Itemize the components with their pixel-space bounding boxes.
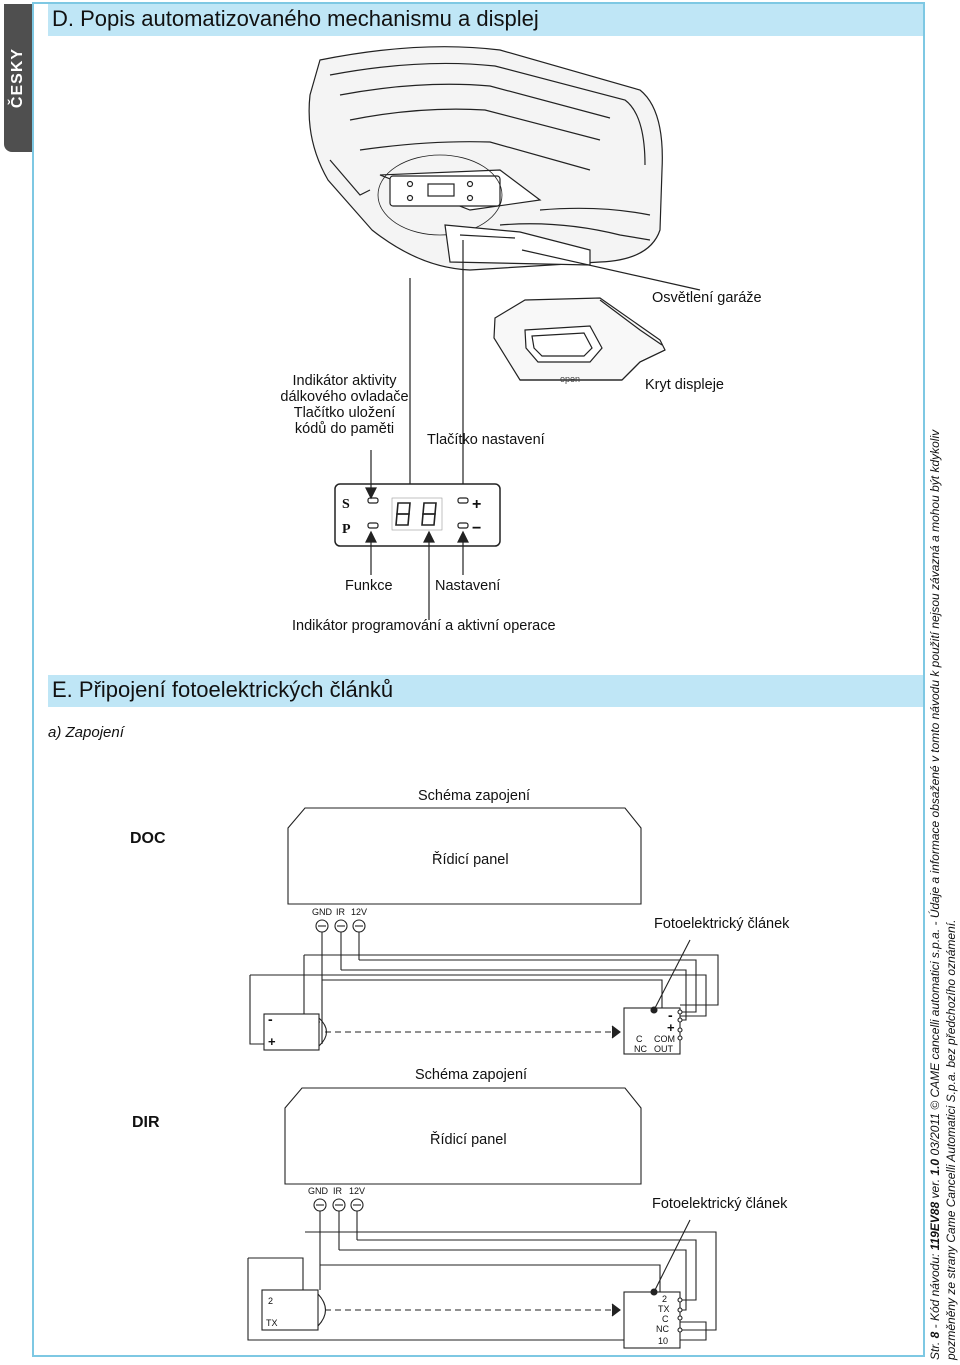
label-garage-light: Osvětlení garáže: [652, 290, 762, 306]
doc-photocell-label: Fotoelektrický článek: [654, 916, 790, 932]
dir-terminal-ir: IR: [333, 1186, 343, 1196]
label-save-button-line2: kódů do paměti: [294, 421, 395, 437]
panel-s-label: S: [342, 497, 350, 512]
doc-rx-c: C: [636, 1034, 643, 1044]
dir-terminal-gnd: GND: [308, 1186, 329, 1196]
language-tab: ČESKY: [4, 4, 32, 152]
section-e-header: E. Připojení fotoelektrických článků: [48, 675, 923, 707]
subsection-a-title: a) Zapojení: [48, 724, 124, 741]
page-frame: [32, 2, 925, 1357]
motor-unit-drawing: [308, 46, 663, 271]
footer-line2: pozměněny ze strany Came Cancelli Automa…: [944, 919, 958, 1360]
doc-rx-nc: NC: [634, 1044, 647, 1054]
doc-terminal-12v: 12V: [351, 907, 367, 917]
dir-label: DIR: [132, 1114, 160, 1131]
footer-code: 119EV88: [928, 1201, 942, 1251]
panel-minus-label: −: [472, 520, 481, 537]
footer-page-prefix: Str.: [928, 1341, 942, 1360]
label-display-cover: Kryt displeje: [645, 377, 724, 393]
panel-p-label: P: [342, 522, 351, 537]
label-setting-button: Tlačítko nastavení: [427, 432, 545, 448]
label-save-button-line1: Tlačítko uložení: [293, 405, 396, 421]
dir-rx-pin-2: 2: [662, 1294, 667, 1304]
footer-line1: Str. 8 - Kód návodu: 119EV88 ver. 1.0 03…: [927, 60, 943, 1360]
dir-rx-pin-tx: TX: [658, 1304, 670, 1314]
doc-rx-com: COM: [654, 1034, 675, 1044]
dir-tx-tx: TX: [266, 1318, 278, 1328]
footer-code-label: - Kód návodu:: [928, 1253, 942, 1329]
label-setting: Nastavení: [435, 578, 501, 594]
doc-terminal-ir: IR: [336, 907, 346, 917]
control-panel-drawing: [334, 483, 501, 547]
doc-rx-minus: -: [668, 1007, 673, 1023]
dir-rx-pin-10: 10: [658, 1336, 668, 1346]
doc-rx-out: OUT: [654, 1044, 674, 1054]
doc-tx-plus: +: [268, 1034, 276, 1049]
dir-terminal-12v: 12V: [349, 1186, 365, 1196]
label-remote-indicator-line1: Indikátor aktivity: [292, 373, 397, 389]
doc-terminal-gnd: GND: [312, 907, 333, 917]
doc-tx-minus: -: [268, 1011, 273, 1027]
dir-photocell-label: Fotoelektrický článek: [652, 1196, 788, 1212]
doc-schematic: [249, 807, 719, 1055]
footer-ver: 1.0: [928, 1158, 942, 1176]
dir-rx-pin-c: C: [662, 1314, 669, 1324]
footer-legal: Str. 8 - Kód návodu: 119EV88 ver. 1.0 03…: [927, 60, 960, 1360]
cover-open-text: open: [560, 374, 580, 384]
doc-rx-plus: +: [667, 1020, 675, 1035]
section-d-header: D. Popis automatizovaného mechanismu a d…: [48, 4, 923, 36]
dir-control-panel: Řídicí panel: [430, 1132, 507, 1148]
dir-rx-pin-nc: NC: [656, 1324, 669, 1334]
panel-plus-label: +: [472, 496, 481, 513]
footer-ver-label: ver.: [928, 1178, 942, 1199]
dir-schema-title: Schéma zapojení: [415, 1067, 528, 1083]
footer-line1-rest: 03/2011 © CAME cancelli automatici s.p.a…: [928, 429, 942, 1156]
display-cover-drawing: [493, 297, 666, 381]
doc-label: DOC: [130, 830, 166, 847]
footer-page-number: 8: [928, 1331, 942, 1339]
dir-schematic: [247, 1087, 717, 1349]
label-remote-indicator: Indikátor aktivity dálkového ovladače Tl…: [272, 373, 417, 437]
label-function: Funkce: [345, 578, 393, 594]
label-remote-indicator-line2: dálkového ovladače: [280, 389, 409, 405]
doc-control-panel: Řídicí panel: [432, 852, 509, 868]
label-program-indicator: Indikátor programování a aktivní operace: [292, 618, 556, 634]
section-d-title: D. Popis automatizovaného mechanismu a d…: [52, 6, 539, 31]
section-e-title: E. Připojení fotoelektrických článků: [52, 677, 394, 702]
doc-schema-title: Schéma zapojení: [418, 788, 531, 804]
dir-tx-2: 2: [268, 1296, 273, 1306]
